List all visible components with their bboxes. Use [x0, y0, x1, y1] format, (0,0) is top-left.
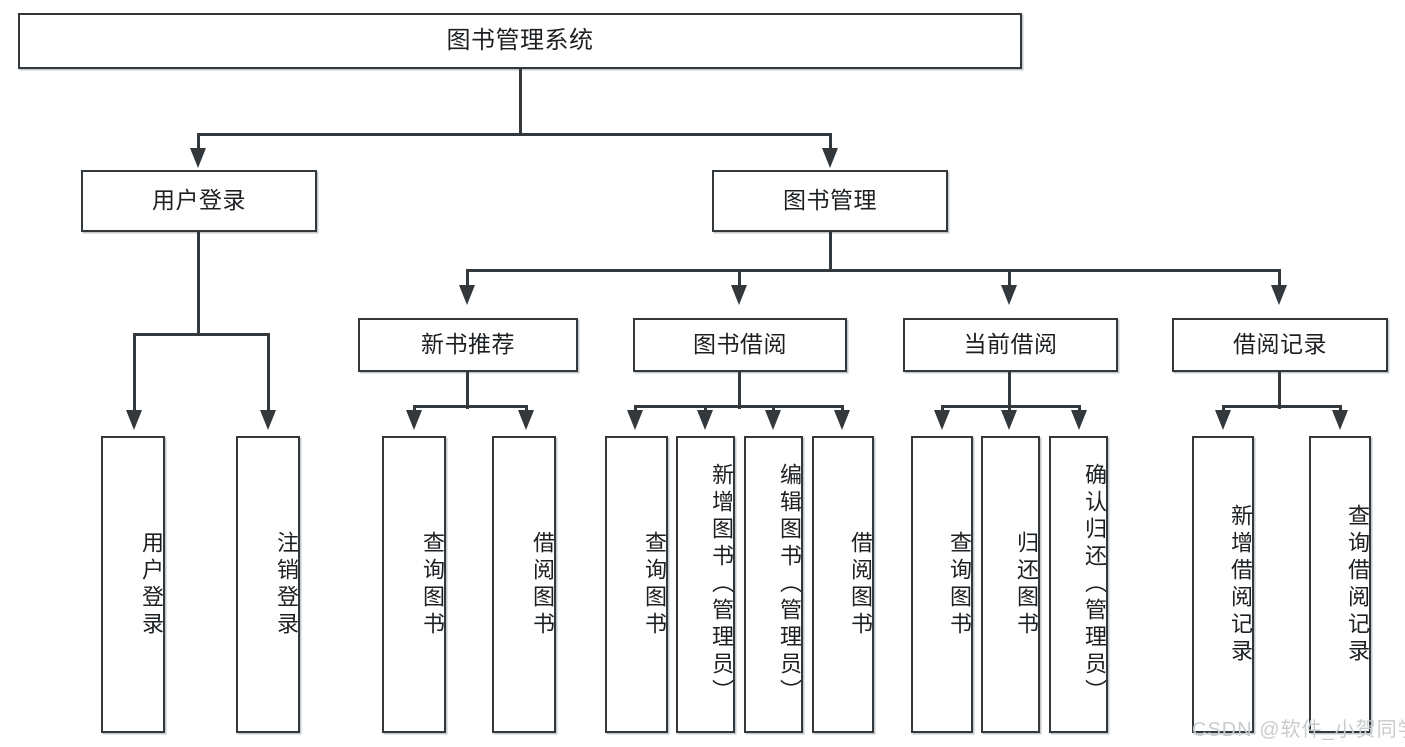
arrowhead-to-leaf-borrow-books-2: [834, 410, 850, 430]
connector-root-to-user-login: [197, 133, 200, 155]
leaf-node-query-books-1[interactable]: 查询图书: [382, 436, 446, 733]
arrowhead-to-leaf-query-books-2: [627, 410, 643, 430]
arrowhead-to-leaf-add-record: [1215, 410, 1231, 430]
connector-book-management-stem: [829, 232, 832, 271]
connector-user-login-to-leaf-1: [133, 333, 136, 417]
connector-current-borrow-bus: [941, 405, 1080, 408]
arrowhead-to-leaf-borrow-books-1: [518, 410, 534, 430]
leaf-node-borrow-books-1[interactable]: 借阅图书: [492, 436, 556, 733]
arrowhead-to-borrow-record: [1271, 285, 1287, 305]
arrowhead-to-book-borrow: [731, 285, 747, 305]
arrowhead-to-leaf-confirm-return: [1071, 410, 1087, 430]
connector-book-borrow-stem: [738, 372, 741, 409]
arrowhead-to-leaf-user-login: [126, 410, 142, 430]
arrowhead-to-leaf-add-book: [697, 410, 713, 430]
arrowhead-to-leaf-query-record: [1332, 410, 1348, 430]
connector-root-stem: [519, 69, 522, 135]
connector-book-management-bus: [466, 269, 1280, 272]
leaf-node-add-book[interactable]: 新增图书（管理员）: [676, 436, 735, 733]
leaf-node-edit-book[interactable]: 编辑图书（管理员）: [744, 436, 803, 733]
arrowhead-to-leaf-query-books-3: [934, 410, 950, 430]
node-borrow-record[interactable]: 借阅记录: [1172, 318, 1388, 372]
connector-book-borrow-bus: [634, 405, 843, 408]
connector-new-book-recommend-bus: [413, 405, 528, 408]
node-book-borrow[interactable]: 图书借阅: [633, 318, 847, 372]
watermark-text: CSDN @软件_小贺同学: [1192, 719, 1405, 741]
connector-to-borrow-record: [1278, 269, 1281, 291]
leaf-node-add-record[interactable]: 新增借阅记录: [1192, 436, 1254, 733]
arrowhead-to-leaf-edit-book: [765, 410, 781, 430]
leaf-node-borrow-books-2[interactable]: 借阅图书: [812, 436, 874, 733]
connector-user-login-to-leaf-2: [267, 333, 270, 417]
leaf-node-return-book[interactable]: 归还图书: [981, 436, 1040, 733]
connector-user-login-stem: [197, 232, 200, 335]
arrowhead-to-leaf-return-book: [1001, 410, 1017, 430]
connector-new-book-recommend-stem: [466, 372, 469, 409]
connector-root-to-book-management: [829, 133, 832, 155]
arrowhead-to-new-book-recommend: [459, 285, 475, 305]
arrowhead-to-user-login: [190, 148, 206, 168]
connector-current-borrow-stem: [1008, 372, 1011, 409]
leaf-node-query-record[interactable]: 查询借阅记录: [1309, 436, 1371, 733]
arrowhead-to-current-borrow: [1001, 285, 1017, 305]
node-current-borrow[interactable]: 当前借阅: [903, 318, 1118, 372]
node-book-management[interactable]: 图书管理: [712, 170, 948, 232]
leaf-node-query-books-2[interactable]: 查询图书: [605, 436, 668, 733]
connector-to-current-borrow: [1008, 269, 1011, 291]
node-root-book-management-system[interactable]: 图书管理系统: [18, 13, 1022, 69]
leaf-node-confirm-return[interactable]: 确认归还（管理员）: [1049, 436, 1108, 733]
connector-borrow-record-stem: [1278, 372, 1281, 409]
connector-borrow-record-bus: [1222, 405, 1341, 408]
leaf-node-query-books-3[interactable]: 查询图书: [911, 436, 973, 733]
connector-to-new-book-recommend: [466, 269, 469, 291]
connector-user-login-bus: [133, 333, 269, 336]
node-user-login[interactable]: 用户登录: [81, 170, 317, 232]
arrowhead-to-leaf-query-books-1: [406, 410, 422, 430]
node-new-book-recommend[interactable]: 新书推荐: [358, 318, 578, 372]
arrowhead-to-book-management: [822, 148, 838, 168]
leaf-node-logout[interactable]: 注销登录: [236, 436, 300, 733]
connector-root-bus: [197, 133, 831, 136]
arrowhead-to-leaf-logout: [260, 410, 276, 430]
connector-to-book-borrow: [738, 269, 741, 291]
leaf-node-user-login[interactable]: 用户登录: [101, 436, 165, 733]
